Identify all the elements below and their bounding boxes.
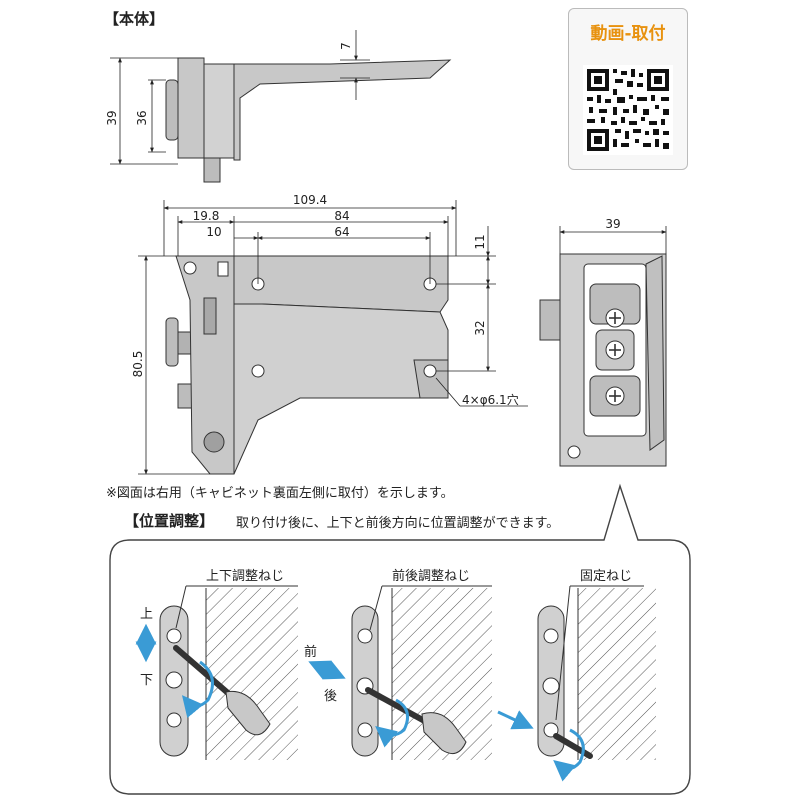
dim-7: 7 bbox=[339, 42, 353, 50]
dim-109-4: 109.4 bbox=[293, 193, 327, 207]
front-view bbox=[165, 255, 449, 475]
label-front: 前 bbox=[304, 644, 317, 660]
dim-84: 84 bbox=[334, 209, 349, 223]
step-vertical bbox=[135, 585, 298, 760]
label-fixing-screw: 固定ねじ bbox=[580, 569, 632, 584]
label-back: 後 bbox=[324, 689, 337, 704]
qr-video-box[interactable]: 動画-取付 bbox=[568, 8, 688, 170]
qr-code-icon bbox=[583, 65, 673, 155]
top-view bbox=[165, 57, 452, 183]
dim-10: 10 bbox=[206, 225, 221, 239]
dim-36: 36 bbox=[135, 110, 149, 125]
side-view bbox=[539, 253, 667, 467]
step-fixing bbox=[497, 585, 656, 782]
dim-80-5: 80.5 bbox=[131, 351, 145, 378]
drawing-note: ※図面は右用（キャビネット裏面左側に取付）を示します。 bbox=[106, 486, 454, 501]
step-front-back bbox=[308, 585, 492, 760]
qr-title: 動画-取付 bbox=[590, 24, 666, 44]
label-down: 下 bbox=[140, 673, 153, 688]
dim-39-top: 39 bbox=[105, 110, 119, 125]
dim-64: 64 bbox=[334, 225, 349, 239]
hole-spec: 4×φ6.1穴 bbox=[462, 392, 519, 407]
position-description: 取り付け後に、上下と前後方向に位置調整ができます。 bbox=[236, 516, 560, 531]
body-header: 【本体】 bbox=[104, 10, 165, 28]
dim-11: 11 bbox=[473, 234, 487, 249]
dim-39-side: 39 bbox=[605, 217, 620, 231]
label-front-back-screw: 前後調整ねじ bbox=[392, 568, 470, 584]
position-header: 【位置調整】 bbox=[124, 512, 215, 530]
dim-32: 32 bbox=[473, 320, 487, 335]
dim-19-8: 19.8 bbox=[193, 209, 220, 223]
label-vertical-screw: 上下調整ねじ bbox=[206, 569, 284, 584]
label-up: 上 bbox=[140, 607, 153, 622]
